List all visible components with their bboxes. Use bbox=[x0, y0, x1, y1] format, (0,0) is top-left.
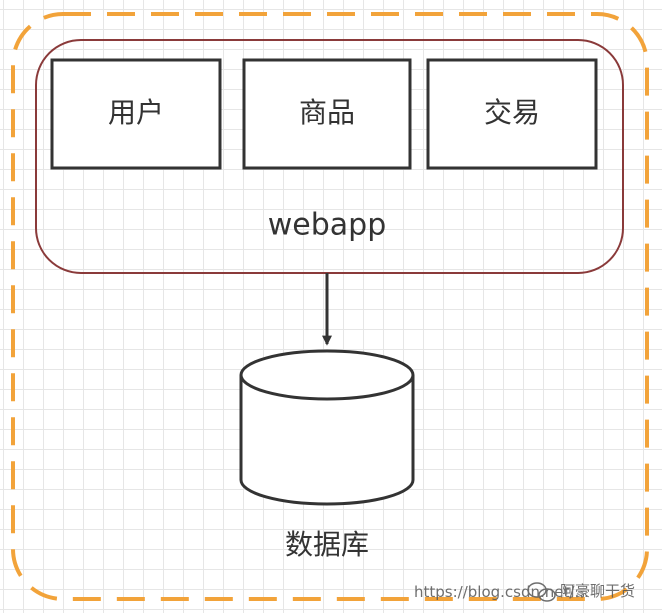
module-label: 商品 bbox=[299, 96, 355, 129]
wechat-icon bbox=[527, 582, 556, 602]
database-label: 数据库 bbox=[285, 528, 369, 561]
webapp-label: webapp bbox=[268, 208, 387, 243]
watermark-brand: 阿豪聊干货 bbox=[560, 582, 635, 600]
module-label: 交易 bbox=[484, 96, 540, 129]
module-label: 用户 bbox=[108, 96, 164, 129]
module-box-product: 商品 bbox=[242, 58, 412, 170]
database-cylinder bbox=[239, 349, 415, 506]
system-boundary bbox=[11, 12, 649, 601]
watermark: https://blog.csdn.net/... 阿豪聊干货 bbox=[414, 582, 635, 602]
module-box-trade: 交易 bbox=[426, 58, 598, 170]
webapp-container bbox=[35, 39, 624, 274]
module-box-user: 用户 bbox=[50, 58, 222, 170]
